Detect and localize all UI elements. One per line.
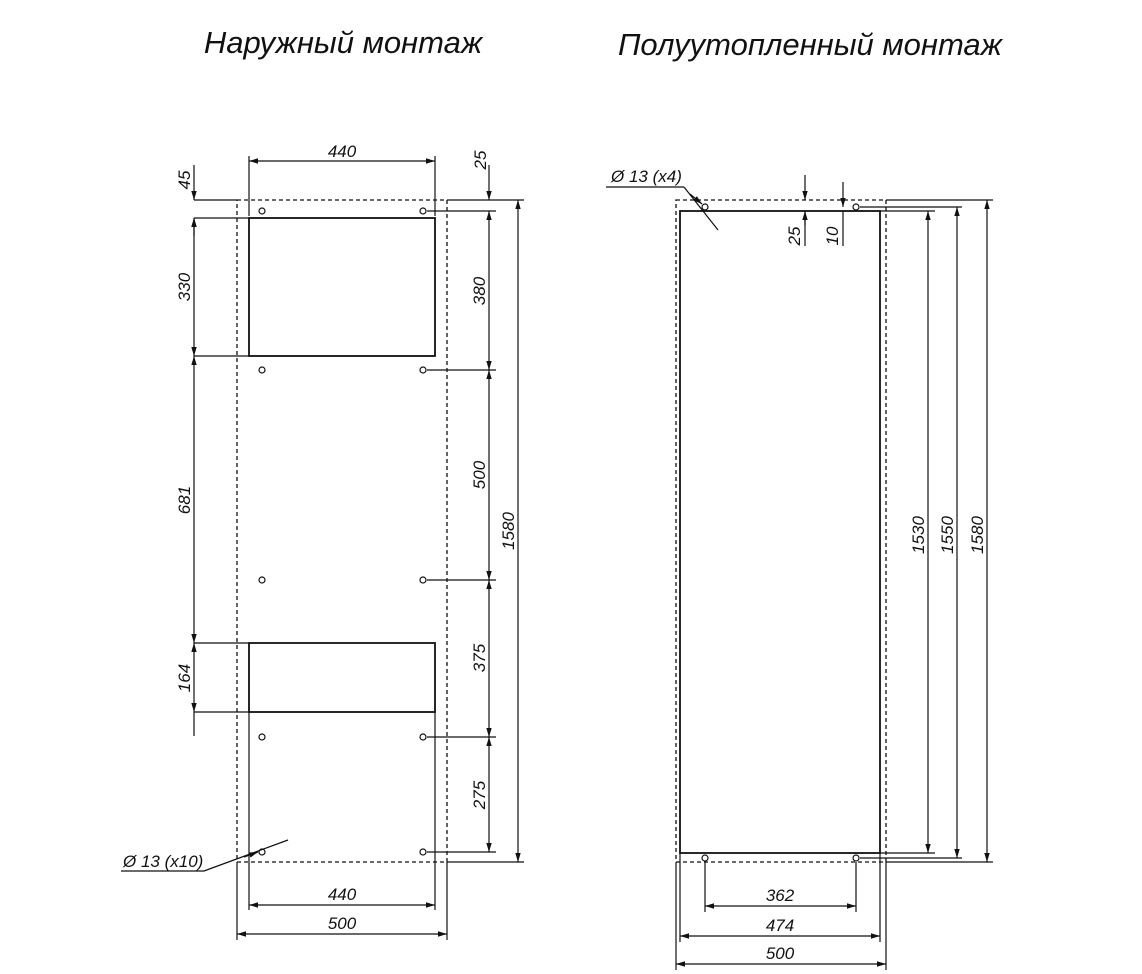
title-semi-recessed-mounting: Полуутопленный монтаж [618,27,1004,62]
hole [852,203,860,211]
dim-bottom-width-inner: 440 [328,885,357,904]
semi-hole-note: Ø 13 (x4) [610,167,682,186]
hole [701,203,709,211]
dim-top-offset-right: 25 [471,150,490,170]
dim-right-spacing-1: 380 [470,276,489,305]
hole [258,733,266,741]
dim-top-offset-25: 25 [785,226,804,246]
upper-opening [248,217,436,357]
dim-width-474: 474 [766,916,794,935]
dim-middle-span: 681 [175,486,194,514]
hole [419,366,427,374]
hole [258,576,266,584]
dim-upper-opening-height: 330 [175,272,194,301]
hole [419,848,427,856]
hole [701,854,709,862]
title-surface-mounting: Наружный монтаж [204,25,484,60]
hole [419,207,427,215]
hole [852,854,860,862]
dim-height-1550: 1550 [938,516,957,554]
hole [419,733,427,741]
dim-right-spacing-4: 275 [470,780,489,810]
semi-recessed-mounting-view: Ø 13 (x4) 25 10 1530 1550 1580 362 47 [606,167,993,970]
lower-opening [248,642,436,713]
semi-panel-outline [675,199,887,863]
semi-mount-holes [701,203,860,862]
dim-lower-opening-height: 164 [175,664,194,692]
dim-height-1580: 1580 [968,516,987,554]
dim-top-offset-left: 45 [175,170,194,189]
hole [419,576,427,584]
dim-right-spacing-3: 375 [470,643,489,672]
dim-height-1530: 1530 [909,516,928,554]
dim-bottom-width-total: 500 [328,914,357,933]
dim-width-500: 500 [766,944,795,963]
dim-right-spacing-2: 500 [470,460,489,489]
surface-panel-outline [236,199,448,863]
surface-mount-holes [258,207,427,856]
surface-mounting-view: 440 45 330 681 164 25 380 [121,142,524,940]
dim-total-height: 1580 [499,512,518,550]
semi-body-outline [679,210,881,854]
dim-top-width: 440 [328,142,357,161]
hole [258,207,266,215]
hole [258,366,266,374]
surface-hole-note: Ø 13 (x10) [122,852,203,871]
dim-top-offset-10: 10 [823,226,842,245]
dim-width-362: 362 [766,886,795,905]
